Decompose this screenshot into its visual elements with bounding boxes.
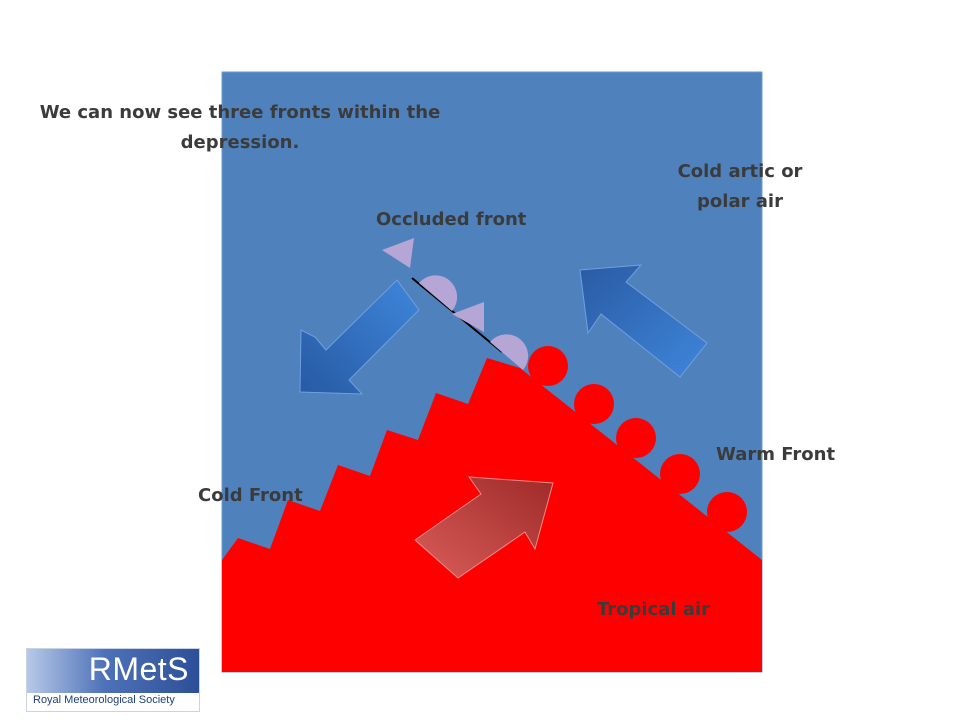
warm-front-label: Warm Front <box>716 444 836 465</box>
tropical-air-label: Tropical air <box>597 599 711 620</box>
occluded-front-symbols <box>382 238 529 370</box>
diagram-title: We can now see three fronts within the d… <box>39 102 441 153</box>
tropical-air-arrow <box>414 476 554 579</box>
logo-text: RMetS <box>88 651 189 687</box>
occluded-front-label: Occluded front <box>376 209 527 230</box>
cold-air-arrow-left <box>299 279 420 395</box>
logo-band <box>27 649 199 693</box>
cold-front-label: Cold Front <box>198 485 303 506</box>
warm-front-symbols <box>528 346 747 532</box>
logo-subtitle: Royal Meteorological Society <box>33 694 175 706</box>
cold-air-arrow-right <box>579 264 708 378</box>
cold-air-label: Cold artic or polar air <box>677 161 803 212</box>
rmets-logo: RMetS Royal Meteorological Society <box>26 648 200 712</box>
